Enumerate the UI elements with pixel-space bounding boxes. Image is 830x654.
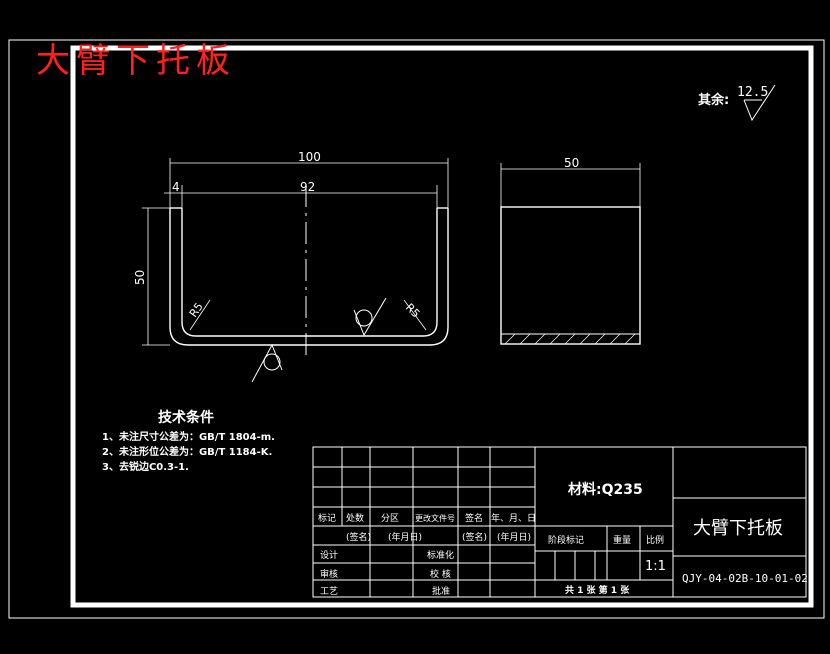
roughness-value: 12.5 (737, 85, 768, 100)
tb-sign-2: (签名) (462, 531, 487, 543)
drawing-title: 大臂下托板 (36, 41, 236, 81)
tb-role-process: 工艺 (320, 586, 338, 597)
tb-weight-label: 重量 (613, 534, 631, 546)
tb-role-check: 校 核 (430, 568, 451, 580)
tb-scale-value: 1:1 (645, 559, 666, 574)
tb-role-standard: 标准化 (427, 549, 454, 561)
dim-width-total: 100 (298, 150, 321, 164)
tb-date-1: (年月日) (388, 531, 422, 543)
dim-side-width: 50 (564, 156, 579, 170)
dim-radius-left: R5 (187, 300, 206, 319)
note-item-1: 1、未注尺寸公差为：GB/T 1804-m. (102, 430, 275, 443)
inner-frame (70, 45, 814, 608)
side-dimension (500, 163, 641, 207)
dim-radius-right: R5 (403, 301, 423, 321)
side-view-outline (500, 206, 641, 345)
tb-role-review: 审核 (320, 568, 338, 580)
dim-thickness: 4 (172, 180, 180, 194)
tb-rev-header-mark: 标记 (318, 512, 336, 524)
tb-sign-1: (签名) (346, 531, 371, 543)
tb-rev-header-sign: 签名 (465, 512, 483, 524)
tb-rev-header-count: 处数 (346, 512, 364, 524)
notes-title: 技术条件 (158, 409, 214, 426)
note-item-2: 2、未注形位公差为：GB/T 1184-K. (102, 445, 272, 458)
dimension-lines (142, 158, 449, 346)
tb-part-name: 大臂下托板 (693, 518, 783, 539)
dim-width-inner: 92 (300, 180, 315, 194)
roughness-symbol (743, 84, 776, 122)
tb-material: 材料:Q235 (568, 481, 643, 498)
tb-sheets: 共 1 张 第 1 张 (565, 584, 630, 596)
front-view-outline (169, 207, 449, 346)
tb-rev-header-date: 年、月、日 (491, 512, 536, 524)
outer-frame (8, 39, 825, 619)
side-view-hatch (504, 333, 636, 345)
roughness-label: 其余: (698, 92, 729, 108)
tb-role-design: 设计 (320, 549, 338, 561)
surface-symbol-inner (353, 297, 387, 337)
tb-drawing-number: QJY-04-02B-10-01-02 (682, 572, 808, 585)
tb-stage-label: 阶段标记 (548, 534, 584, 546)
surface-symbol-bottom (251, 343, 283, 383)
dim-height: 50 (133, 270, 147, 285)
tb-scale-label: 比例 (646, 534, 664, 546)
title-block-grid (312, 446, 807, 598)
tb-date-2: (年月日) (497, 531, 531, 543)
note-item-3: 3、去锐边C0.3-1. (102, 460, 189, 473)
tb-role-approve: 批准 (432, 585, 450, 597)
tb-rev-header-doc: 更改文件号 (415, 513, 455, 523)
tb-rev-header-zone: 分区 (381, 513, 399, 524)
